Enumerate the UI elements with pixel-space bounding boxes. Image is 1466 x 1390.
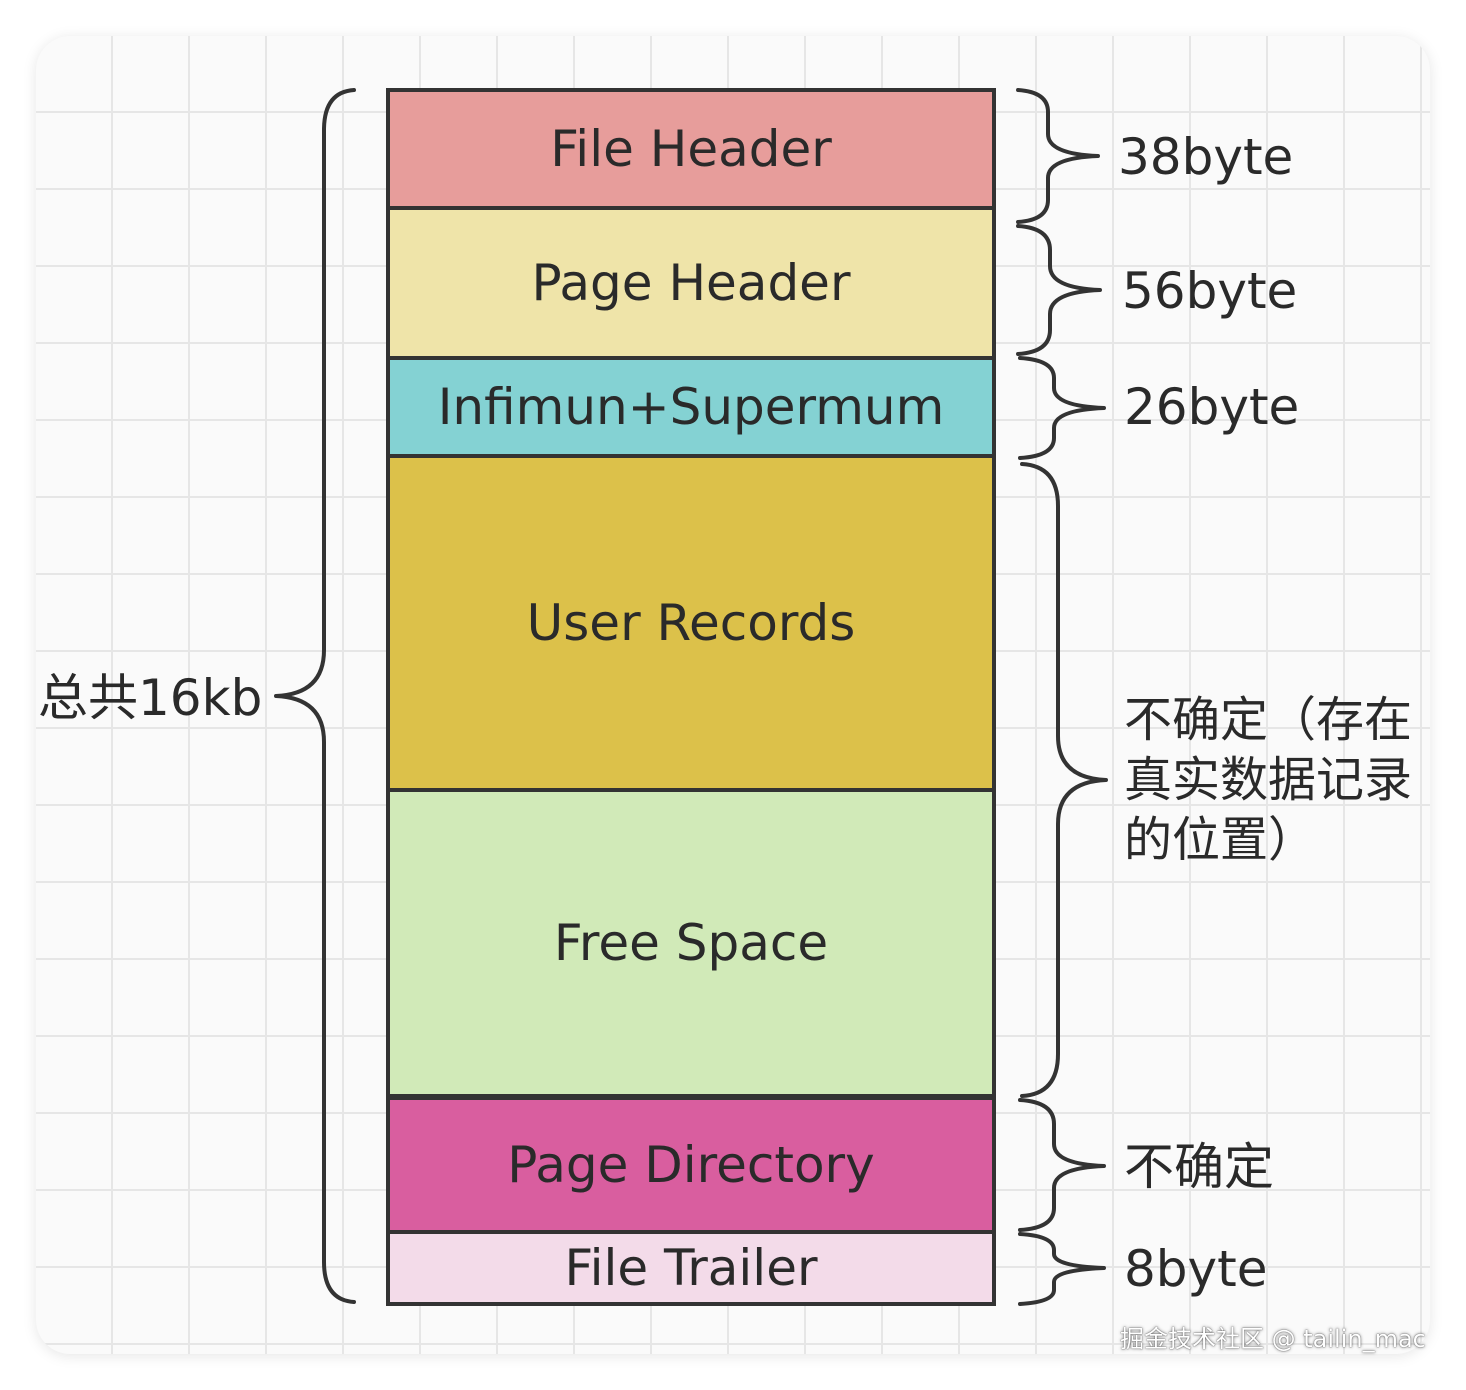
segment-label: Free Space bbox=[553, 914, 829, 972]
segment-file-trailer: File Trailer bbox=[390, 1234, 992, 1302]
brace-variable bbox=[1020, 462, 1108, 1098]
variable-size-label: 不确定（存在真实数据记录的位置） bbox=[1124, 692, 1413, 868]
segment-page-header: Page Header bbox=[390, 210, 992, 356]
size-label-file-header: 38byte bbox=[1118, 128, 1294, 186]
segment-file-header: File Header bbox=[390, 92, 992, 206]
segment-label: Page Header bbox=[531, 254, 851, 312]
size-label-infimum-supremum: 26byte bbox=[1124, 378, 1300, 436]
size-label-page-header: 56byte bbox=[1122, 262, 1298, 320]
segment-free-space: Free Space bbox=[390, 792, 992, 1094]
size-label-page-directory: 不确定 bbox=[1124, 1138, 1274, 1196]
innodb-page-structure: File Header Page Header Infimun+Supermum… bbox=[386, 88, 996, 1306]
segment-label: File Header bbox=[550, 120, 832, 178]
segment-user-records: User Records bbox=[390, 458, 992, 788]
watermark: 掘金技术社区 @ tailin_mac bbox=[1120, 1325, 1426, 1353]
segment-page-directory: Page Directory bbox=[390, 1100, 992, 1230]
segment-label: Infimun+Supermum bbox=[437, 378, 945, 436]
brace-infimum-supremum bbox=[1018, 356, 1106, 460]
segment-label: Page Directory bbox=[507, 1136, 875, 1194]
total-brace bbox=[274, 88, 356, 1304]
segment-label: User Records bbox=[526, 594, 856, 652]
brace-file-trailer bbox=[1018, 1232, 1106, 1306]
total-size-label: 总共16kb bbox=[38, 669, 263, 727]
segment-label: File Trailer bbox=[564, 1239, 818, 1297]
segment-infimum-supremum: Infimun+Supermum bbox=[390, 360, 992, 454]
brace-page-directory bbox=[1018, 1098, 1106, 1232]
brace-page-header bbox=[1016, 224, 1102, 356]
size-label-file-trailer: 8byte bbox=[1124, 1240, 1268, 1298]
brace-file-header bbox=[1016, 88, 1100, 224]
